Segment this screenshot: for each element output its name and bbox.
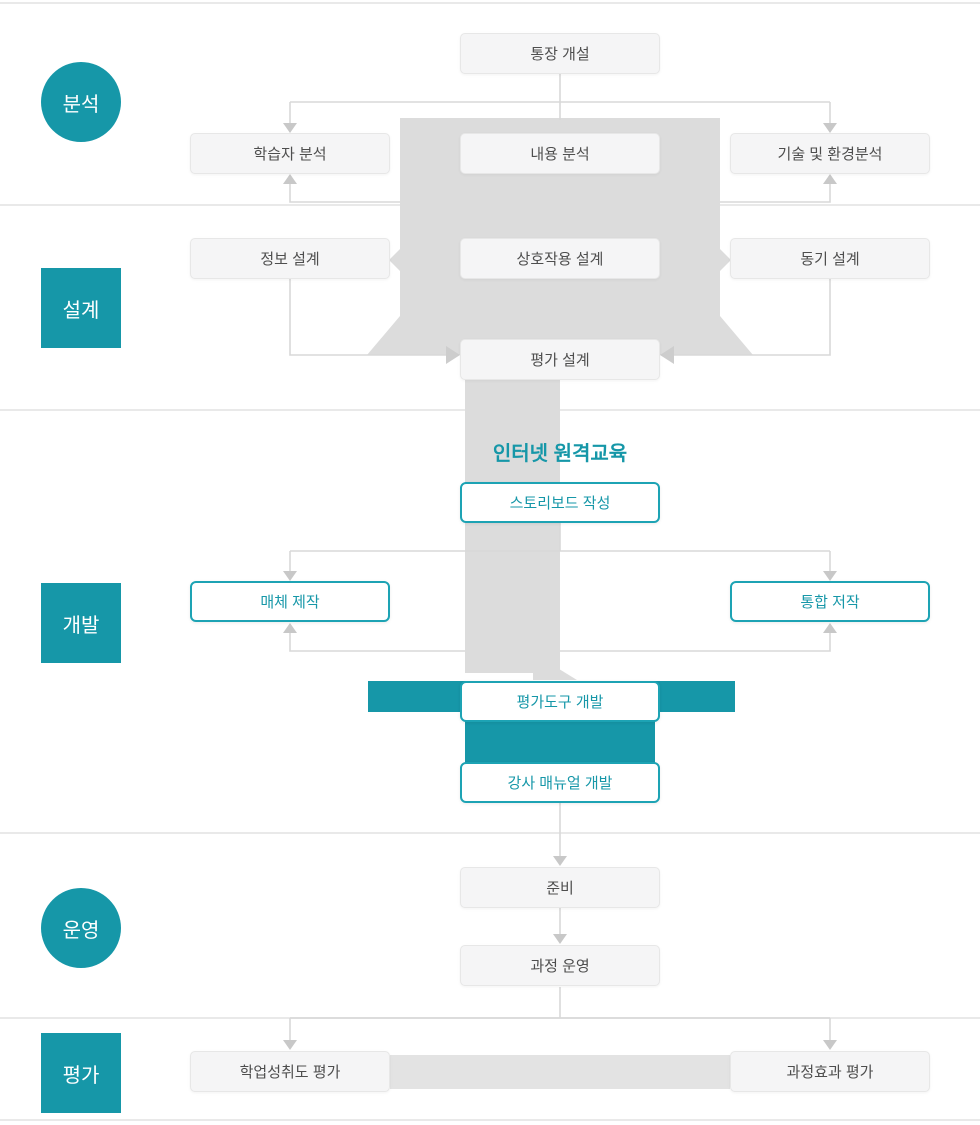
operation-prepare-node: 준비 — [460, 867, 660, 908]
stage-development-label: 개발 — [62, 614, 100, 637]
stage-evaluation-badge: 평가 — [41, 1033, 121, 1113]
stage-operation-label: 운영 — [62, 919, 100, 942]
design-right-node: 동기 설계 — [730, 238, 930, 279]
design-evaluation-node: 평가 설계 — [460, 339, 660, 380]
evaluation-right-node: 과정효과 평가 — [730, 1051, 930, 1092]
stage-operation-badge: 운영 — [41, 888, 121, 968]
divider-development-operation — [0, 832, 980, 834]
analysis-top-node: 통장 개설 — [460, 33, 660, 74]
stage-design-label: 설계 — [62, 299, 100, 322]
analysis-right-node: 기술 및 환경분석 — [730, 133, 930, 174]
background-arrow-tip — [533, 653, 577, 680]
development-manual-node: 강사 매뉴얼 개발 — [460, 762, 660, 803]
evaluation-gray-band — [390, 1055, 730, 1089]
divider-top — [0, 2, 980, 4]
analysis-center-node: 내용 분석 — [460, 133, 660, 174]
analysis-left-node: 학습자 분석 — [190, 133, 390, 174]
divider-bottom — [0, 1119, 980, 1121]
development-storyboard-node: 스토리보드 작성 — [460, 482, 660, 523]
development-left-node: 매체 제작 — [190, 581, 390, 622]
development-title: 인터넷 원격교육 — [492, 443, 628, 465]
operation-run-node: 과정 운영 — [460, 945, 660, 986]
design-center-node: 상호작용 설계 — [460, 238, 660, 279]
development-right-node: 통합 저작 — [730, 581, 930, 622]
background-arrow-body — [367, 118, 753, 355]
design-left-node: 정보 설계 — [190, 238, 390, 279]
evaluation-left-node: 학업성취도 평가 — [190, 1051, 390, 1092]
stage-analysis-badge: 분석 — [41, 62, 121, 142]
stage-evaluation-label: 평가 — [62, 1064, 100, 1087]
stage-design-badge: 설계 — [41, 268, 121, 348]
development-eval-tool-node: 평가도구 개발 — [460, 681, 660, 722]
stage-development-badge: 개발 — [41, 583, 121, 663]
stage-analysis-label: 분석 — [62, 93, 100, 116]
